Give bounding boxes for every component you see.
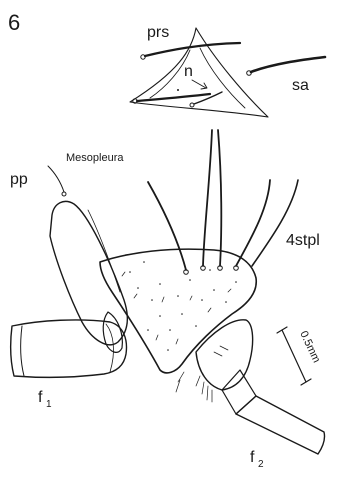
pp-bristle bbox=[48, 166, 64, 192]
coxa-f2-base bbox=[196, 320, 253, 390]
label-sa: sa bbox=[292, 77, 309, 94]
coxa-f1-rim bbox=[21, 326, 24, 376]
sternopleura-stipple bbox=[129, 261, 237, 351]
sa-bristle-group bbox=[247, 57, 325, 75]
notum-sclerite bbox=[130, 28, 268, 117]
notum-dot bbox=[177, 89, 179, 91]
label-4stpl: 4stpl bbox=[286, 232, 320, 249]
label-f2-base: f bbox=[250, 449, 255, 466]
coxa-f2-segment bbox=[222, 370, 256, 414]
pleural-sclerites bbox=[50, 130, 298, 373]
prs-bristle bbox=[145, 43, 240, 56]
scale-bar-label: 0.5mm bbox=[297, 329, 322, 365]
label-mesopleura: Mesopleura bbox=[66, 152, 124, 164]
pp-socket bbox=[62, 192, 66, 196]
label-f2-sub: 2 bbox=[258, 459, 264, 470]
coxa-f1-joint bbox=[106, 324, 113, 372]
sa-bristle bbox=[251, 57, 325, 72]
label-pp: pp bbox=[10, 171, 28, 188]
scale-bar: 0.5mm bbox=[277, 327, 322, 385]
label-f1-base: f bbox=[38, 389, 43, 406]
n-arrow bbox=[192, 80, 206, 88]
figure-number: 6 bbox=[8, 10, 20, 35]
intercoxal-sclerite bbox=[103, 312, 122, 352]
scale-bar-tick-bottom bbox=[301, 379, 311, 385]
label-prs: prs bbox=[147, 24, 169, 41]
sternopleural-bristles bbox=[148, 130, 298, 274]
label-f1-sub: 1 bbox=[46, 399, 52, 410]
label-n: n bbox=[184, 63, 193, 80]
notum-outline bbox=[130, 28, 268, 117]
notum-bristle-lower bbox=[137, 94, 210, 101]
pp-bristle-group bbox=[48, 166, 66, 196]
sternopleura-outline bbox=[100, 249, 256, 373]
notum-bristle-small-socket bbox=[190, 103, 194, 107]
prs-socket bbox=[141, 55, 145, 59]
mesopleura-outline bbox=[50, 201, 127, 344]
scale-bar-tick-top bbox=[277, 327, 287, 333]
coxa-f2-femur bbox=[236, 396, 325, 454]
